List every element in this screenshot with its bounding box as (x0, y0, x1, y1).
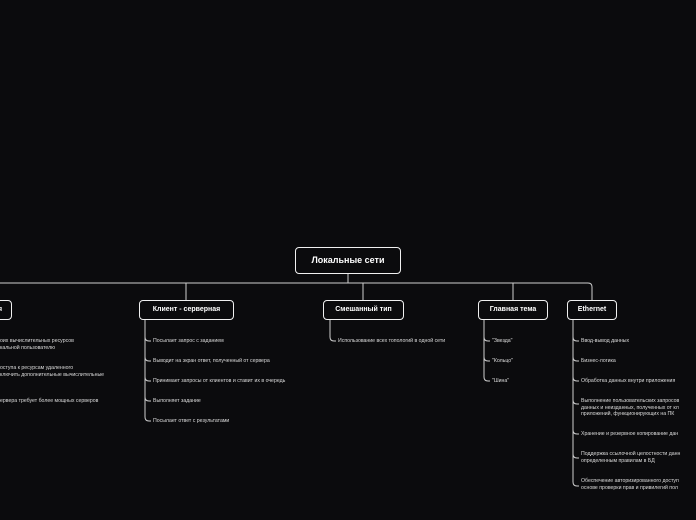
leaf-item[interactable]: Выводит на экран ответ, полученный от се… (153, 358, 270, 364)
leaf-item[interactable]: оступа к ресурсам удаленного ключить доп… (0, 365, 105, 378)
branch-3-tree (483, 320, 490, 382)
branch-node-client-server[interactable]: Клиент - серверная (139, 300, 234, 320)
branch-node-0[interactable]: я (0, 300, 12, 320)
branch-node-main-topic[interactable]: Главная тема (478, 300, 548, 320)
branch-bus (0, 282, 593, 300)
leaf-item[interactable]: "Шина" (492, 378, 510, 384)
branch-node-ethernet[interactable]: Ethernet (567, 300, 617, 320)
leaf-item[interactable]: Обеспечение авторизированного доступ осн… (581, 478, 679, 491)
leaf-item[interactable]: Принимает запросы от клиентов и ставит и… (153, 378, 286, 384)
branch-4-tree (572, 320, 579, 487)
leaf-item[interactable]: "Звезда" (492, 338, 513, 344)
leaf-item[interactable]: Посылает запрос с заданием (153, 338, 224, 344)
branch-1-tree (144, 320, 151, 422)
branch-2-tree (329, 320, 336, 342)
branch-node-mixed-type[interactable]: Смешанный тип (323, 300, 404, 320)
leaf-item[interactable]: Посылает ответ с результатами (153, 418, 230, 424)
leaf-item[interactable]: Выполнение пользовательских запросов дан… (581, 398, 680, 417)
leaf-item[interactable]: оих вычислительных ресурсов кальной поль… (0, 338, 74, 351)
leaf-item[interactable]: ервера требует более мощных серверов (0, 398, 99, 404)
root-node[interactable]: Локальные сети (295, 247, 401, 274)
leaf-item[interactable]: Выполняет задание (153, 398, 201, 404)
leaf-item[interactable]: Обработка данных внутри приложения (581, 378, 676, 384)
leaf-item[interactable]: Ввод-вывод данных (581, 338, 630, 344)
leaf-item[interactable]: Бизнес-логика (581, 358, 616, 364)
leaf-item[interactable]: Хранение и резервное копирование дан (581, 431, 679, 437)
leaf-item[interactable]: Использование всех топологий в одной сет… (338, 338, 446, 344)
leaf-item[interactable]: "Кольцо" (492, 358, 514, 364)
leaf-item[interactable]: Поддержка ссылочной целостности данн опр… (581, 451, 681, 464)
